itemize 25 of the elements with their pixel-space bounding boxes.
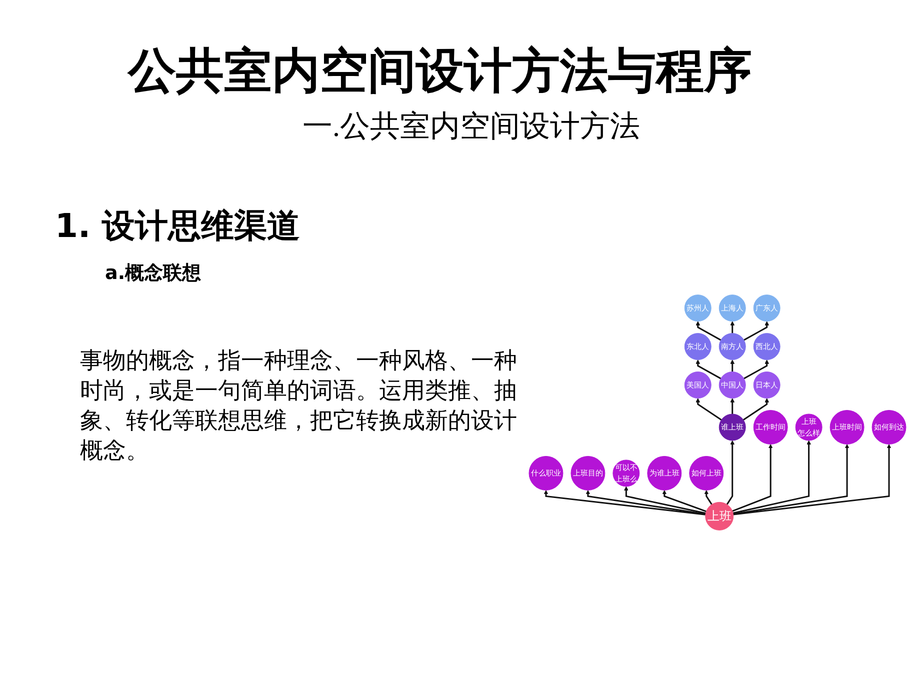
section-heading: 1. 设计思维渠道 bbox=[55, 205, 300, 247]
title: 公共室内空间设计方法与程序 bbox=[126, 44, 753, 100]
arrow bbox=[744, 321, 770, 341]
arrow bbox=[696, 321, 722, 341]
arrow bbox=[730, 321, 735, 334]
arrow bbox=[704, 490, 712, 505]
arrow bbox=[624, 486, 706, 514]
paragraph: 事物的概念，指一种理念、一种风格、一种时尚，或是一句简单的词语。运用类推、抽象、转化等联想思维，把它转换成新的设计概念。 bbox=[80, 347, 518, 465]
arrow bbox=[662, 490, 706, 512]
node-circle: 上班 bbox=[705, 502, 734, 530]
arrow bbox=[732, 440, 812, 514]
arrow bbox=[726, 440, 735, 505]
arrow bbox=[586, 490, 706, 515]
arrow bbox=[696, 398, 722, 421]
subtitle: 一.公共室内空间设计方法 bbox=[302, 109, 640, 145]
arrow bbox=[730, 360, 735, 372]
arrow bbox=[742, 398, 770, 421]
arrow bbox=[733, 444, 892, 516]
arrow bbox=[696, 360, 722, 380]
subsection-heading: a.概念联想 bbox=[105, 261, 202, 286]
arrow bbox=[744, 360, 770, 380]
arrow bbox=[732, 444, 773, 512]
arrow bbox=[733, 444, 850, 515]
arrow bbox=[544, 490, 706, 516]
arrow bbox=[730, 398, 735, 414]
